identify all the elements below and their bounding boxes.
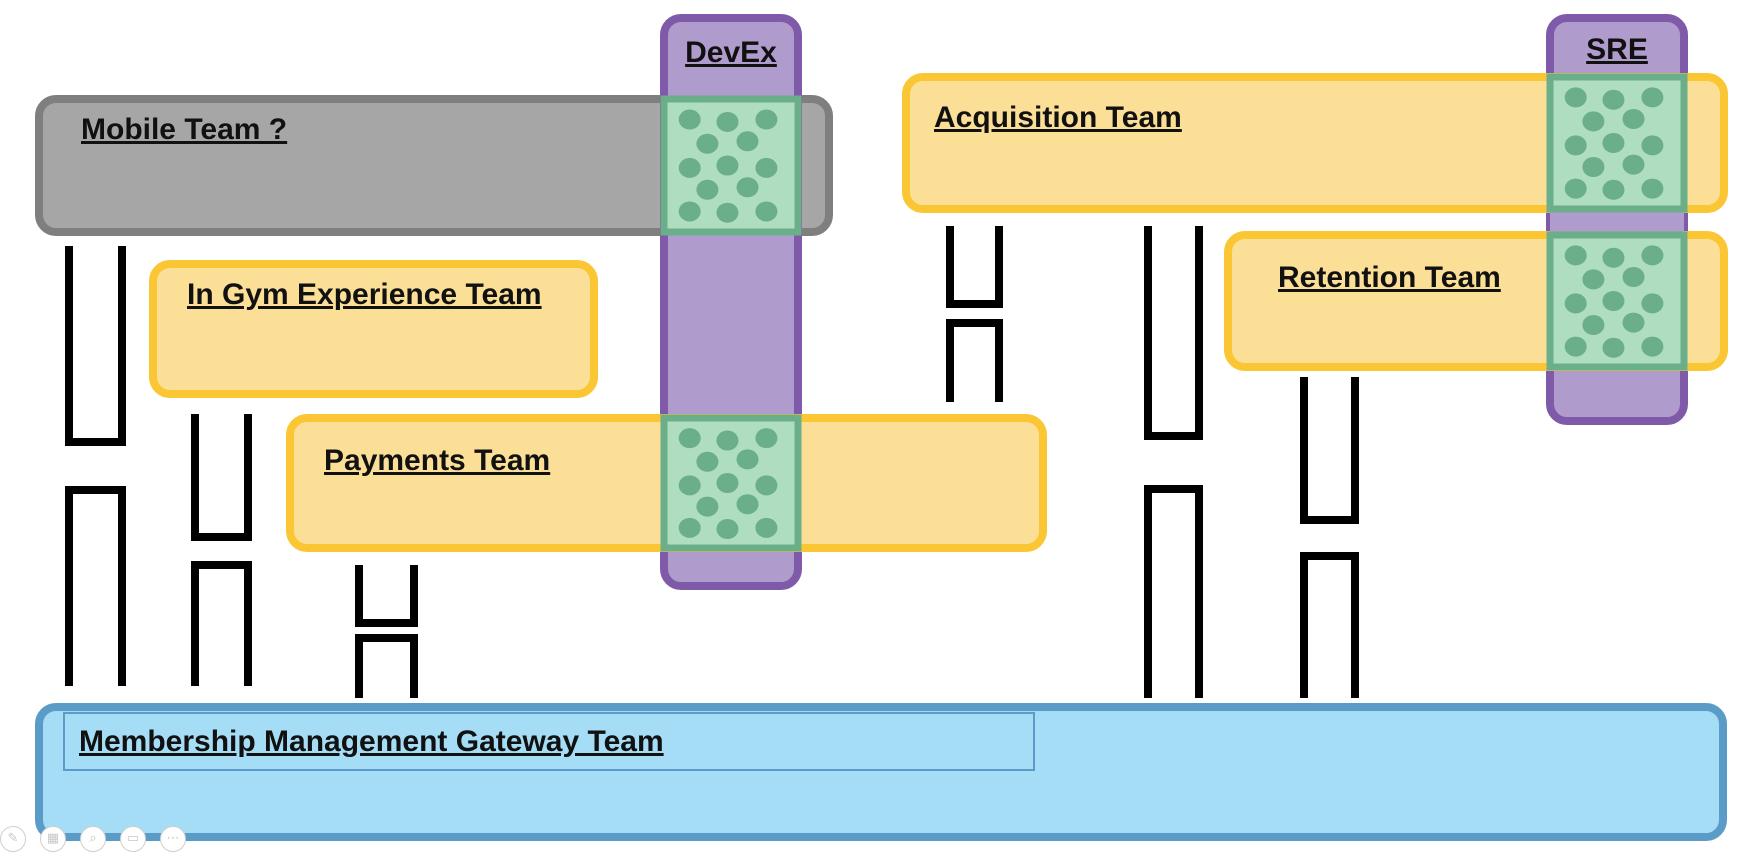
gateway-team-label: Membership Management Gateway Team <box>79 725 664 758</box>
acquisition-team-label: Acquisition Team <box>934 101 1182 134</box>
connector-retention-gw-upper <box>1300 377 1359 524</box>
facilitation-dot <box>1641 293 1664 314</box>
facilitation-dot <box>1582 315 1605 335</box>
facilitation-dot <box>755 109 778 130</box>
facilitation-dot <box>1602 179 1625 200</box>
mobile-team-label: Mobile Team ? <box>81 113 287 146</box>
facilitation-dot <box>716 202 739 223</box>
facilitation-dot <box>716 430 739 451</box>
facilitation-dot <box>1641 245 1664 266</box>
facilitation-dot <box>755 517 778 538</box>
facilitation-dot <box>678 201 701 222</box>
facilitation-dot <box>678 157 701 178</box>
facilitation-dot <box>1602 291 1625 311</box>
connector-in-gym-lower <box>191 561 252 686</box>
pen-icon[interactable]: ✎ <box>0 826 26 852</box>
facilitation-overlaps <box>660 73 1688 552</box>
facilitation-dot <box>696 133 719 154</box>
connector-acquisition-lower <box>946 319 1003 402</box>
facilitation-dot <box>678 475 701 496</box>
slide-icon[interactable]: ▭ <box>120 826 146 852</box>
facilitation-dot <box>1641 135 1664 156</box>
facilitation-dot <box>1582 157 1605 177</box>
facilitation-dot <box>678 517 701 538</box>
connector-in-gym-upper <box>191 414 252 541</box>
connector-acquisition-gw-upper <box>1144 226 1203 440</box>
facilitation-dot <box>1602 89 1625 110</box>
sre-acquisition-facilitation <box>1546 73 1688 213</box>
retention-team-label: Retention Team <box>1278 261 1501 294</box>
facilitation-dot <box>678 109 701 130</box>
layout-icon[interactable]: ▦ <box>40 826 66 852</box>
connector-acquisition-upper <box>946 226 1003 308</box>
slide-toolbar: ✎ ▦ ⌕ ▭ ⋯ <box>0 824 186 854</box>
facilitation-dot <box>755 428 778 449</box>
devex-payments-facilitation <box>660 414 802 552</box>
facilitation-dot <box>755 201 778 222</box>
mobile-team-box <box>35 95 833 236</box>
facilitation-dot <box>716 473 739 493</box>
facilitation-dot <box>678 428 701 449</box>
facilitation-dot <box>1564 178 1587 199</box>
facilitation-dot <box>755 475 778 496</box>
facilitation-dot <box>736 449 759 470</box>
facilitation-dot <box>1641 336 1664 357</box>
acquisition-team-box <box>902 73 1728 213</box>
facilitation-dot <box>1602 133 1625 153</box>
gateway-team-box <box>35 703 1727 841</box>
facilitation-dot <box>1622 154 1645 175</box>
gateway-title-frame <box>63 712 1035 771</box>
facilitation-dot <box>736 131 759 152</box>
payments-team-label: Payments Team <box>324 444 550 477</box>
facilitation-dot <box>736 494 759 515</box>
more-icon[interactable]: ⋯ <box>160 826 186 852</box>
facilitation-dot <box>716 155 739 176</box>
zoom-icon[interactable]: ⌕ <box>80 826 106 852</box>
connector-acquisition-gw-lower <box>1144 485 1203 698</box>
facilitation-dot <box>755 157 778 178</box>
facilitation-dot <box>1602 247 1625 268</box>
facilitation-dot <box>1582 111 1605 132</box>
in-gym-team-box <box>149 260 598 398</box>
facilitation-dot <box>1622 109 1645 129</box>
facilitation-dot <box>1582 269 1605 290</box>
facilitation-dot <box>1641 178 1664 199</box>
connector-payments-lower <box>355 634 418 698</box>
facilitation-dot <box>1564 336 1587 357</box>
facilitation-dot <box>1622 312 1645 333</box>
connector-retention-gw-lower <box>1300 552 1359 698</box>
facilitation-dot <box>696 451 719 472</box>
connector-payments-upper <box>355 565 418 627</box>
facilitation-dot <box>696 496 719 517</box>
in-gym-team-label: In Gym Experience Team <box>187 278 542 311</box>
facilitation-dot <box>1564 87 1587 108</box>
sre-retention-facilitation <box>1546 231 1688 371</box>
devex-platform-label: DevEx <box>685 36 777 69</box>
connector-mobile-to-in-gym-up <box>65 246 126 446</box>
facilitation-dot <box>736 177 759 198</box>
facilitation-dot <box>1622 267 1645 287</box>
facilitation-dot <box>1564 245 1587 266</box>
facilitation-dot <box>716 111 739 132</box>
connector-mobile-to-in-gym-down <box>65 486 126 686</box>
facilitation-dot <box>1602 337 1625 358</box>
facilitation-dot <box>1564 293 1587 314</box>
sre-platform-label: SRE <box>1586 33 1648 66</box>
facilitation-dot <box>696 179 719 200</box>
facilitation-dot <box>716 519 739 540</box>
facilitation-dot <box>1641 87 1664 108</box>
facilitation-dot <box>1564 135 1587 156</box>
interaction-connectors <box>65 226 1359 698</box>
devex-mobile-facilitation <box>660 95 802 236</box>
